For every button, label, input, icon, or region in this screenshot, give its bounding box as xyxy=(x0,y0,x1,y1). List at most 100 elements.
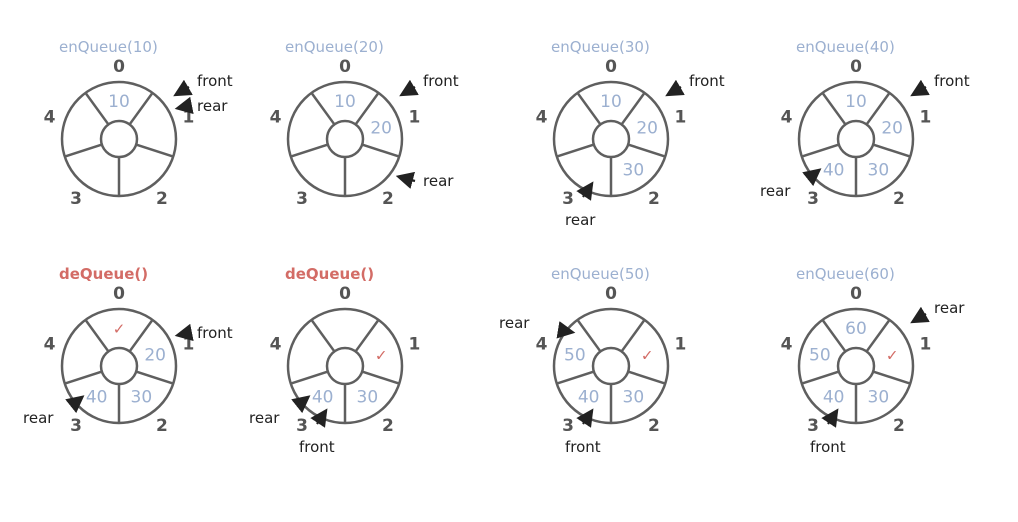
slot-value: 20 xyxy=(881,118,903,138)
operation-title: enQueue(50) xyxy=(551,265,650,283)
slot-index: 3 xyxy=(562,189,574,209)
slot-divider xyxy=(872,143,911,158)
front-pointer-arrow xyxy=(174,323,194,342)
slot-value: 10 xyxy=(845,92,867,112)
slot-index: 2 xyxy=(156,189,168,209)
front-pointer-label: front xyxy=(299,438,335,456)
slot-index: 1 xyxy=(920,334,932,354)
queue-ring-inner xyxy=(591,119,631,159)
slot-divider xyxy=(556,370,595,385)
queue-ring-inner xyxy=(325,346,365,386)
front-pointer-arrow xyxy=(821,408,839,428)
slot-index: 0 xyxy=(113,57,125,77)
slot-divider xyxy=(361,143,400,158)
slot-index: 2 xyxy=(893,189,905,209)
slot-value: 60 xyxy=(845,319,867,339)
slot-index: 3 xyxy=(296,189,308,209)
slot-divider xyxy=(290,370,329,385)
slot-divider xyxy=(576,319,602,353)
slot-index: 0 xyxy=(339,284,351,304)
slot-divider xyxy=(576,92,602,126)
slot-divider xyxy=(135,370,174,385)
dequeued-check: ✓ xyxy=(113,320,126,338)
slot-value: 30 xyxy=(131,388,153,408)
slot-index: 0 xyxy=(850,57,862,77)
slot-index: 4 xyxy=(781,107,793,127)
front-pointer-label: front xyxy=(810,438,846,456)
front-pointer-label: front xyxy=(565,438,601,456)
slot-index: 1 xyxy=(675,107,687,127)
slot-index: 4 xyxy=(44,334,56,354)
slot-index: 2 xyxy=(648,416,660,436)
slot-index: 0 xyxy=(339,57,351,77)
rear-pointer-arrow xyxy=(291,395,311,414)
front-pointer-arrow xyxy=(173,79,193,97)
slot-value: 30 xyxy=(357,388,379,408)
slot-value: 40 xyxy=(823,161,845,181)
slot-divider xyxy=(865,319,891,353)
slot-divider xyxy=(128,319,154,353)
slot-value: 30 xyxy=(623,388,645,408)
slot-divider xyxy=(64,143,103,158)
slot-index: 1 xyxy=(920,107,932,127)
operation-title: enQueue(30) xyxy=(551,38,650,56)
slot-value: 40 xyxy=(86,388,108,408)
front-pointer-label: front xyxy=(934,72,970,90)
rear-pointer-arrow xyxy=(802,168,822,187)
slot-index: 1 xyxy=(409,107,421,127)
queue-ring-inner xyxy=(836,119,876,159)
slot-divider xyxy=(620,92,646,126)
slot-divider xyxy=(84,92,110,126)
slot-divider xyxy=(821,319,847,353)
operation-title: deQueue() xyxy=(285,265,374,283)
slot-index: 3 xyxy=(296,416,308,436)
rear-pointer-arrow xyxy=(65,395,85,414)
front-pointer-label: front xyxy=(197,324,233,342)
slot-divider xyxy=(310,92,336,126)
slot-index: 3 xyxy=(807,416,819,436)
dequeued-check: ✓ xyxy=(375,346,388,364)
rear-pointer-arrow xyxy=(910,306,930,324)
slot-divider xyxy=(627,143,666,158)
front-pointer-arrow xyxy=(910,79,930,97)
rear-pointer-arrow xyxy=(556,321,576,339)
slot-index: 2 xyxy=(382,189,394,209)
slot-divider xyxy=(821,92,847,126)
queue-ring-inner xyxy=(836,346,876,386)
slot-index: 0 xyxy=(113,284,125,304)
slot-value: 20 xyxy=(144,345,166,365)
slot-divider xyxy=(865,92,891,126)
operation-title: deQueue() xyxy=(59,265,148,283)
slot-divider xyxy=(620,319,646,353)
slot-value: 30 xyxy=(868,388,890,408)
front-pointer-arrow xyxy=(576,408,594,428)
rear-pointer-label: rear xyxy=(565,211,596,229)
rear-pointer-arrow xyxy=(174,96,194,115)
slot-value: 10 xyxy=(600,92,622,112)
slot-index: 4 xyxy=(536,334,548,354)
slot-divider xyxy=(310,319,336,353)
slot-index: 4 xyxy=(781,334,793,354)
slot-index: 1 xyxy=(675,334,687,354)
slot-index: 3 xyxy=(807,189,819,209)
slot-index: 1 xyxy=(183,107,195,127)
slot-divider xyxy=(135,143,174,158)
slot-value: 40 xyxy=(823,388,845,408)
slot-value: 40 xyxy=(578,388,600,408)
rear-pointer-label: rear xyxy=(249,409,280,427)
slot-index: 0 xyxy=(605,57,617,77)
slot-divider xyxy=(627,370,666,385)
slot-value: 50 xyxy=(564,345,586,365)
slot-divider xyxy=(290,143,329,158)
operation-title: enQueue(60) xyxy=(796,265,895,283)
slot-index: 4 xyxy=(270,107,282,127)
front-pointer-label: front xyxy=(197,72,233,90)
operation-title: enQueue(20) xyxy=(285,38,384,56)
